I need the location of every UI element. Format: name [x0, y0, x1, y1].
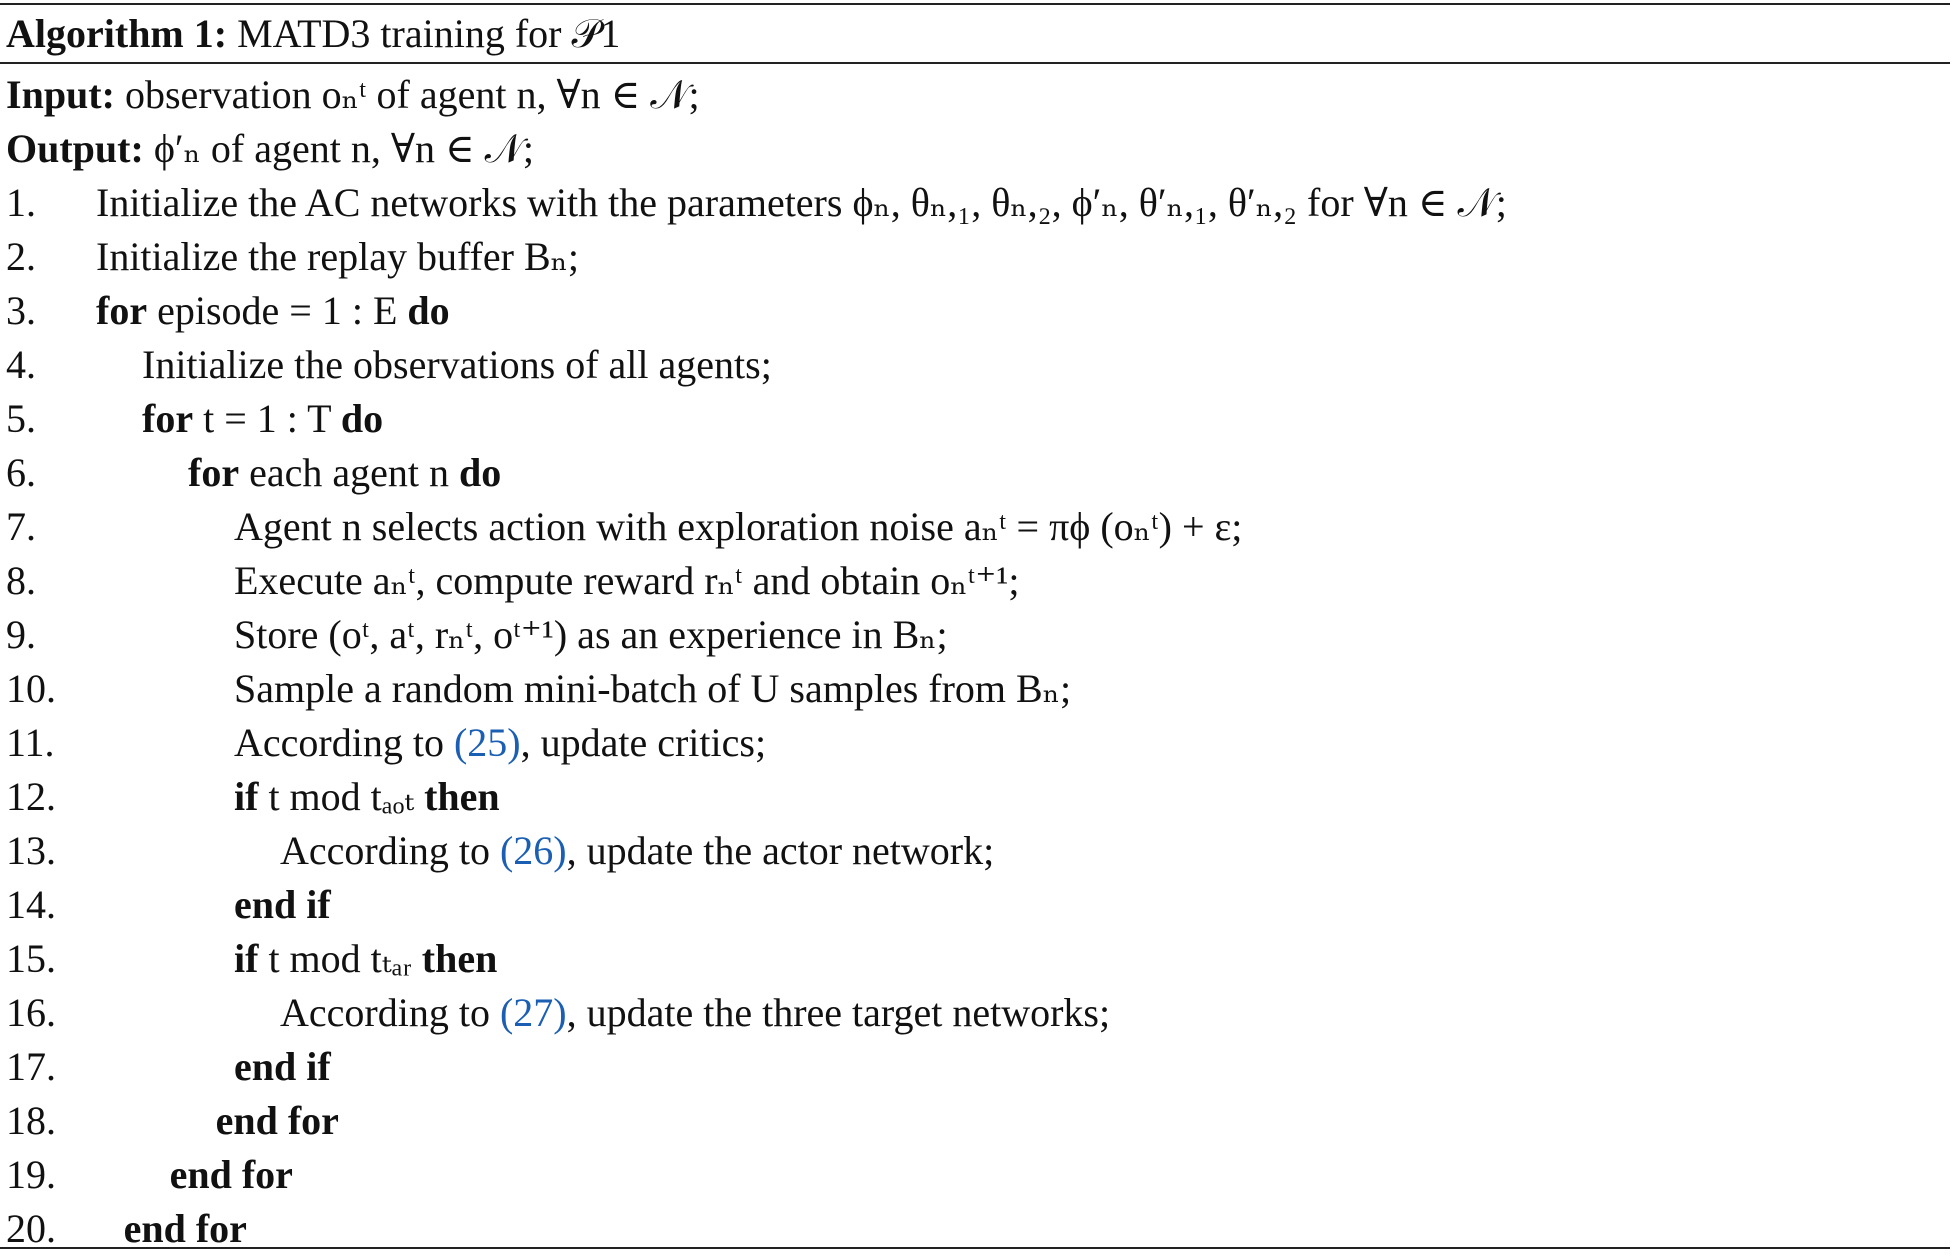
- keyword: then: [424, 774, 500, 819]
- step-number: 6.: [6, 450, 36, 495]
- step-code: Initialize the AC networks with the para…: [96, 176, 1507, 230]
- step-number: 19.: [6, 1152, 56, 1197]
- step-text: Agent n selects action with exploration …: [234, 504, 1243, 549]
- keyword: then: [421, 936, 498, 981]
- top-rule: [0, 3, 1950, 5]
- keyword: end for: [215, 1098, 339, 1143]
- step-text: Sample a random mini-batch of U samples …: [234, 666, 1072, 711]
- keyword: end if: [234, 882, 331, 927]
- step-number: 15.: [6, 936, 56, 981]
- step-text: Store (oᵗ, aᵗ, rₙᵗ, oᵗ⁺¹) as an experien…: [234, 612, 948, 657]
- algorithm-name: MATD3 training for 𝒫1: [237, 11, 621, 56]
- equation-reference-link[interactable]: (25): [453, 720, 521, 765]
- step-number: 16.: [6, 990, 56, 1035]
- step-code: end if: [234, 1040, 331, 1094]
- keyword: end if: [234, 1044, 331, 1089]
- step-number: 2.: [6, 234, 36, 279]
- algorithm-title: Algorithm 1: MATD3 training for 𝒫1: [6, 8, 620, 60]
- step-number: 10.: [6, 666, 56, 711]
- step-number: 3.: [6, 288, 36, 333]
- step-text: , update the three target networks;: [566, 990, 1111, 1035]
- step-text: Initialize the observations of all agent…: [142, 342, 772, 387]
- keyword: if: [234, 936, 259, 981]
- keyword: do: [340, 396, 384, 441]
- step-code: Initialize the observations of all agent…: [142, 338, 772, 392]
- step-code: According to (26), update the actor netw…: [280, 824, 994, 878]
- step-code: end for: [124, 1202, 247, 1256]
- step-text: t mod tₐₒₜ: [258, 774, 425, 819]
- step-code: Store (oᵗ, aᵗ, rₙᵗ, oᵗ⁺¹) as an experien…: [234, 608, 948, 662]
- keyword: if: [234, 774, 259, 819]
- step-number: 12.: [6, 774, 56, 819]
- step-number: 1.: [6, 180, 36, 225]
- step-number: 11.: [6, 720, 55, 765]
- step-code: for t = 1 : T do: [142, 392, 383, 446]
- keyword: do: [407, 288, 450, 333]
- keyword: for: [188, 450, 240, 495]
- step-code: end for: [216, 1094, 339, 1148]
- step-number: 9.: [6, 612, 36, 657]
- equation-reference-link[interactable]: (26): [499, 828, 567, 873]
- step-number: 7.: [6, 504, 36, 549]
- step-number: 20.: [6, 1206, 56, 1251]
- step-text: Initialize the replay buffer Bₙ;: [96, 234, 580, 279]
- step-text: Execute aₙᵗ, compute reward rₙᵗ and obta…: [234, 558, 1020, 603]
- step-code: Agent n selects action with exploration …: [234, 500, 1242, 554]
- bottom-rule: [0, 1247, 1950, 1249]
- keyword: for: [142, 396, 194, 441]
- output-line: Output: ϕ′ₙ of agent n, ∀n ∈ 𝒩;: [6, 122, 534, 176]
- step-code: for episode = 1 : E do: [96, 284, 450, 338]
- keyword: end for: [169, 1152, 293, 1197]
- title-rule: [0, 62, 1950, 64]
- equation-reference-link[interactable]: (27): [499, 990, 567, 1035]
- step-code: Execute aₙᵗ, compute reward rₙᵗ and obta…: [234, 554, 1020, 608]
- keyword: do: [458, 450, 502, 495]
- step-number: 18.: [6, 1098, 56, 1143]
- step-text: According to: [280, 828, 500, 873]
- output-text: ϕ′ₙ of agent n, ∀n ∈ 𝒩;: [153, 126, 535, 171]
- step-text: According to: [234, 720, 454, 765]
- input-text: observation oₙᵗ of agent n, ∀n ∈ 𝒩;: [124, 72, 700, 117]
- step-number: 17.: [6, 1044, 56, 1089]
- step-text: episode = 1 : E: [147, 288, 408, 333]
- step-text: , update the actor network;: [566, 828, 995, 873]
- step-number: 5.: [6, 396, 36, 441]
- step-code: if t mod tₜₐᵣ then: [234, 932, 497, 986]
- step-code: end for: [170, 1148, 293, 1202]
- step-number: 4.: [6, 342, 36, 387]
- step-text: t = 1 : T: [193, 396, 341, 441]
- step-text: , update critics;: [520, 720, 767, 765]
- step-code: Sample a random mini-batch of U samples …: [234, 662, 1071, 716]
- step-number: 8.: [6, 558, 36, 603]
- step-code: end if: [234, 878, 331, 932]
- keyword: for: [96, 288, 148, 333]
- step-text: t mod tₜₐᵣ: [258, 936, 422, 981]
- step-code: for each agent n do: [188, 446, 501, 500]
- step-text: each agent n: [239, 450, 459, 495]
- step-number: 13.: [6, 828, 56, 873]
- input-label: Input:: [6, 72, 115, 117]
- step-code: Initialize the replay buffer Bₙ;: [96, 230, 579, 284]
- step-code: According to (27), update the three targ…: [280, 986, 1110, 1040]
- input-line: Input: observation oₙᵗ of agent n, ∀n ∈ …: [6, 68, 700, 122]
- step-text: According to: [280, 990, 500, 1035]
- keyword: end for: [123, 1206, 247, 1251]
- step-code: According to (25), update critics;: [234, 716, 766, 770]
- algorithm-label: Algorithm 1:: [6, 11, 228, 56]
- step-number: 14.: [6, 882, 56, 927]
- step-text: Initialize the AC networks with the para…: [96, 180, 1507, 225]
- step-code: if t mod tₐₒₜ then: [234, 770, 500, 824]
- output-label: Output:: [6, 126, 144, 171]
